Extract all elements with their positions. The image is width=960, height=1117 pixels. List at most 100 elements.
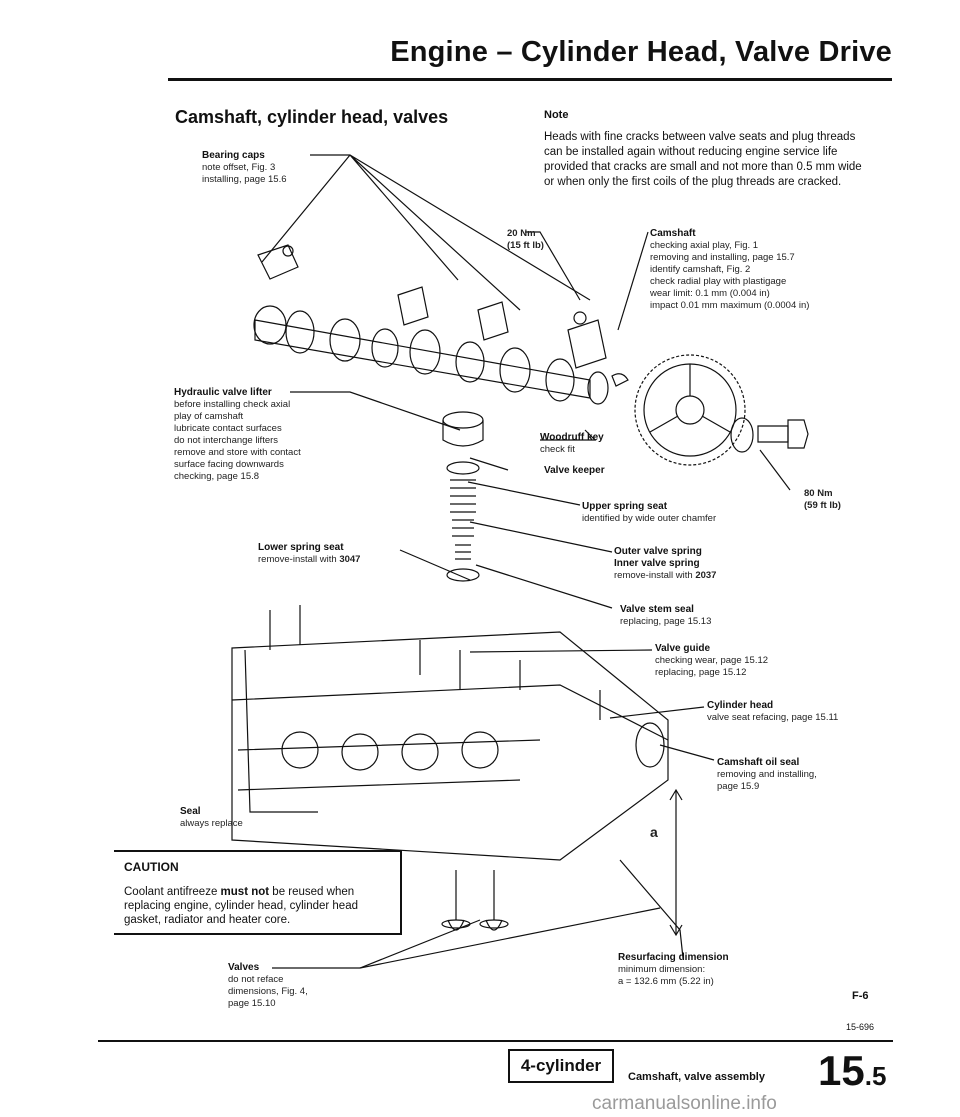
- callout-line: identified by wide outer chamfer: [582, 513, 717, 524]
- callout-line: remove and store with contact: [174, 447, 301, 458]
- callout-line: minimum dimension:: [618, 964, 706, 975]
- callout-title: Seal: [180, 806, 201, 817]
- callout-line: installing, page 15.6: [202, 174, 287, 185]
- callout-line: replacing, page 15.12: [655, 667, 747, 678]
- sprocket-bolt-shape: [730, 417, 809, 453]
- leader-line: [659, 744, 715, 761]
- callout-title: Outer valve spring: [614, 546, 702, 557]
- callout-title: Camshaft oil seal: [717, 757, 800, 768]
- callout-line: identify camshaft, Fig. 2: [650, 264, 751, 275]
- callout-line: checking wear, page 15.12: [655, 655, 769, 666]
- page-number-minor: .5: [864, 1061, 887, 1091]
- note-block: Note Heads with fine cracks between valv…: [544, 108, 874, 190]
- callout-valve-stem-seal: Valve stem seal replacing, page 15.13: [620, 604, 711, 628]
- callout-title: Woodruff key: [540, 432, 604, 443]
- leader-line: [469, 649, 653, 653]
- callout-upper-spring-seat: Upper spring seat identified by wide out…: [582, 501, 716, 525]
- cylinder-head-shape: [231, 605, 669, 861]
- page-number-major: 15: [818, 1047, 865, 1094]
- note-heading: Note: [544, 109, 569, 121]
- leader-line: [759, 449, 791, 491]
- callout-line: always replace: [180, 818, 243, 829]
- leader-line: [469, 457, 509, 471]
- callout-line: lubricate contact surfaces: [174, 423, 282, 434]
- camshaft-shape: [253, 305, 609, 405]
- callout-camshaft: Camshaft checking axial play, Fig. 1 rem…: [650, 228, 809, 312]
- caution-heading: CAUTION: [124, 860, 179, 874]
- callout-lower-spring-seat: Lower spring seat remove-install with 30…: [258, 542, 360, 566]
- callout-line: impact 0.01 mm maximum (0.0004 in): [650, 300, 810, 311]
- callout-bearing-caps: Bearing caps note offset, Fig. 3 install…: [202, 150, 287, 186]
- section-title: Camshaft, cylinder head, valves: [175, 107, 449, 127]
- callout-line: page 15.9: [717, 781, 760, 792]
- page-header-title: Engine – Cylinder Head, Valve Drive: [390, 36, 892, 68]
- callout-resurfacing-dimension: Resurfacing dimension minimum dimension:…: [618, 952, 729, 988]
- valves-shape: [441, 870, 509, 931]
- callout-title: Valves: [228, 962, 260, 973]
- callout-line: 20 Nm: [507, 228, 536, 239]
- callout-line: replacing, page 15.13: [620, 616, 712, 627]
- bearing-caps-shape: [257, 244, 607, 369]
- callout-line: (59 ft lb): [804, 500, 841, 511]
- callout-line: wear limit: 0.1 mm (0.004 in): [650, 288, 770, 299]
- callout-title: Cylinder head: [707, 700, 774, 711]
- dimension-a-shape: [669, 788, 683, 937]
- callout-line-prefix: remove-install with: [258, 554, 340, 565]
- woodruff-key-shape: [611, 373, 629, 387]
- tool-number: 2037: [695, 570, 717, 581]
- leader-line: [290, 391, 461, 431]
- leader-line: [244, 649, 318, 813]
- callout-line: removing and installing, page 15.7: [650, 252, 795, 263]
- callout-title: Lower spring seat: [258, 542, 344, 553]
- leader-line: [617, 231, 649, 331]
- callout-title: Valve stem seal: [620, 604, 694, 615]
- footer-caption: Camshaft, valve assembly: [628, 1071, 765, 1083]
- callout-title: Upper spring seat: [582, 501, 668, 512]
- callout-line: check radial play with plastigage: [650, 276, 787, 287]
- callout-line: play of camshaft: [174, 411, 244, 422]
- valve-train-stack-shape: [442, 411, 484, 582]
- callout-title-2: Inner valve spring: [614, 558, 700, 569]
- callout-camshaft-oil-seal: Camshaft oil seal removing and installin…: [717, 757, 817, 793]
- engine-type-badge: 4-cylinder: [508, 1049, 614, 1083]
- callout-title: Hydraulic valve lifter: [174, 387, 272, 398]
- note-text: Heads with fine cracks between valve sea…: [544, 131, 862, 188]
- callout-line: dimensions, Fig. 4,: [228, 986, 308, 997]
- callout-torque-80nm: 80 Nm (59 ft lb): [804, 488, 841, 512]
- callout-line: before installing check axial: [174, 399, 291, 410]
- watermark-text: carmanualsonline.info: [592, 1093, 777, 1114]
- figure-id: F-6: [852, 990, 869, 1002]
- leader-line: [261, 154, 591, 311]
- callout-line: valve seat refacing, page 15.11: [707, 712, 839, 723]
- camshaft-sprocket-shape: [634, 354, 746, 466]
- leader-line: [467, 481, 581, 506]
- callout-title: Valve keeper: [544, 465, 605, 476]
- callout-valve-guide: Valve guide checking wear, page 15.12 re…: [655, 643, 768, 679]
- callout-seal: Seal always replace: [180, 806, 243, 830]
- leader-line: [609, 706, 705, 719]
- figure-number: 15-696: [846, 1022, 875, 1032]
- leader-line: [399, 549, 471, 581]
- caution-text: Coolant antifreeze must not be reused wh…: [124, 886, 358, 926]
- callout-line: surface facing downwards: [174, 459, 284, 470]
- callout-valve-keeper: Valve keeper: [544, 465, 605, 477]
- leader-line: [359, 907, 661, 969]
- callout-line-prefix: remove-install with: [614, 570, 696, 581]
- callout-title: Resurfacing dimension: [618, 952, 729, 963]
- callout-line: do not interchange lifters: [174, 435, 279, 446]
- leader-line: [469, 521, 613, 553]
- callout-line: do not reface: [228, 974, 284, 985]
- footer-rule: [98, 1040, 893, 1042]
- page-number: 15.5: [818, 1050, 886, 1097]
- leader-line: [540, 429, 597, 441]
- tool-number: 3047: [339, 554, 361, 565]
- callout-line: (15 ft lb): [507, 240, 544, 251]
- callout-valve-springs: Outer valve spring Inner valve spring re…: [614, 546, 716, 582]
- caution-box: CAUTION Coolant antifreeze must not be r…: [114, 850, 402, 935]
- callout-line: removing and installing,: [717, 769, 817, 780]
- leader-line: [619, 859, 684, 959]
- callout-line: page 15.10: [228, 998, 276, 1009]
- callout-line: check fit: [540, 444, 575, 455]
- callout-title: Camshaft: [650, 228, 696, 239]
